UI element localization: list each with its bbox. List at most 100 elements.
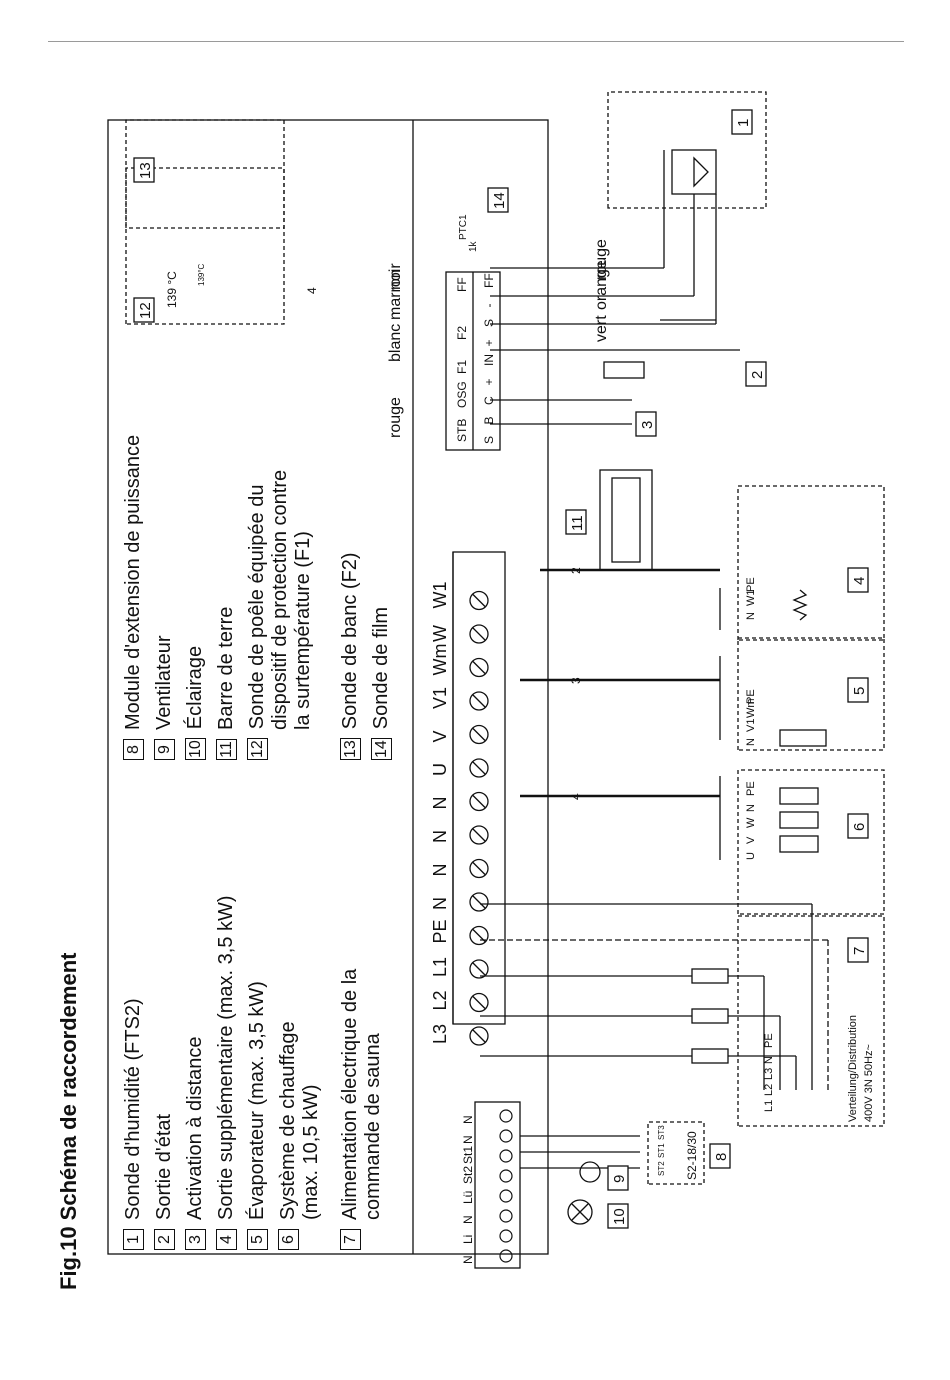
diagram-callout-number: 13: [137, 162, 154, 179]
main-terminal-label: L2: [430, 990, 450, 1010]
terminal-screw: [469, 992, 489, 1013]
terminal-screw: [469, 791, 489, 812]
wire-label-marron: marron: [387, 269, 404, 320]
ptc-label: PTC1: [458, 214, 469, 240]
small-terminal-block: [474, 1101, 521, 1269]
terminal-screw: [469, 1026, 489, 1046]
diagram-callout-box: [607, 1165, 629, 1191]
diagram-callout-number: 14: [491, 192, 508, 209]
out6-terminal: U: [745, 852, 757, 860]
main-terminal-label: Wm: [430, 644, 450, 676]
diagram-callout-number: 8: [713, 1153, 730, 1161]
sensor-terminal-bottom-label: -: [482, 304, 496, 308]
diagram-callout-box: [731, 109, 753, 135]
box-1-humidity-sensor: [607, 91, 767, 209]
diagram-callout-number: 11: [569, 515, 586, 531]
terminal-screw: [469, 758, 489, 778]
ptc-value: 1k: [468, 240, 479, 252]
main-terminal-label: N: [430, 830, 450, 843]
small-terminal-label: N: [461, 1255, 475, 1264]
sensor-terminal-bottom-label: C: [482, 396, 496, 405]
out5-terminal: V1: [745, 719, 757, 732]
main-terminal-label: L1: [430, 957, 450, 977]
sensor-terminal-bottom-label: FF: [482, 273, 496, 288]
diagram-callout-number: 4: [851, 577, 868, 585]
supply-line-label: L2: [763, 1084, 775, 1096]
sensor-terminal-bottom-label: +: [482, 339, 496, 346]
diagram-callout-box: [847, 567, 869, 593]
small-terminal-label: N: [461, 1115, 475, 1124]
diagram-callout-box: [133, 297, 155, 323]
box-7-supply: [737, 915, 885, 1127]
out5-terminal: PE: [745, 689, 757, 704]
diagram-callout-box: [635, 411, 657, 437]
sensor-terminal-top-label: OSG: [455, 381, 469, 408]
module-8-label: S2-18/30: [685, 1131, 699, 1180]
diagram-callout-number: 2: [749, 371, 766, 379]
small-terminal-label: Li: [461, 1235, 475, 1244]
terminal-screw: [469, 624, 489, 644]
module-8-terminal: ST3: [657, 1125, 666, 1140]
terminal-screw: [469, 959, 489, 979]
sensor-terminal-top-label: F2: [455, 326, 469, 340]
supply-line-label: PE: [763, 1033, 775, 1048]
sensor-terminal-top-label: F1: [455, 360, 469, 374]
small-terminal-label: St1: [461, 1146, 475, 1164]
main-terminal-label: N: [430, 864, 450, 877]
out4-terminal: PE: [745, 577, 757, 592]
diagram-frame: [107, 119, 549, 1255]
box-5-evaporator: [737, 637, 885, 751]
ground-bar-11: [599, 469, 653, 571]
module-8-terminal: ST1: [657, 1143, 666, 1158]
wire-count: 4: [569, 793, 583, 800]
terminal-screw: [469, 724, 489, 745]
terminal-screw: [469, 825, 489, 845]
terminal-screw: [469, 590, 489, 611]
supply-line-label: L3: [763, 1068, 775, 1080]
diagram-callout-box: [709, 1143, 731, 1169]
wire-count: 4: [305, 287, 319, 294]
temperature-label: 139 °C: [165, 271, 179, 308]
diagram-callout-number: 6: [851, 823, 868, 831]
sensor-terminal-bottom-label: B: [482, 416, 496, 424]
sensor-terminal-top-label: STB: [455, 419, 469, 442]
wire-label-orange: orange: [593, 260, 610, 310]
out5-terminal: Wm: [745, 698, 757, 718]
wire-label-rouge-2: rouge: [593, 239, 610, 280]
diagram-callout-box: [133, 157, 155, 183]
terminal-screw: [469, 657, 489, 678]
main-terminal-label: N: [430, 797, 450, 810]
module-8-terminal: ST2: [657, 1161, 666, 1176]
wire-count: 3: [569, 677, 583, 684]
main-terminal-label: W: [430, 625, 450, 642]
out4-terminal: W1: [745, 590, 757, 607]
out6-terminal: PE: [745, 781, 757, 796]
small-terminal-label: N: [461, 1215, 475, 1224]
out6-terminal: V: [745, 836, 757, 844]
wire-label-noir: noir: [387, 263, 404, 290]
diagram-callout-number: 12: [137, 302, 154, 319]
box-4-extra-output: [737, 485, 885, 641]
sensor-terminal-bottom-label: S: [482, 436, 496, 444]
box-8-power-module: [647, 1121, 705, 1185]
main-terminal-label: U: [430, 763, 450, 776]
supply-line-label: L1: [763, 1100, 775, 1112]
distribution-label: Verteilung/Distribution: [847, 1015, 859, 1122]
temperature-label-small: 139°C: [197, 263, 206, 286]
wire-label-blanc: blanc: [387, 324, 404, 362]
distribution-voltage: 400V 3N 50Hz~: [863, 1044, 875, 1122]
out6-terminal: N: [745, 804, 757, 812]
out5-terminal: N: [745, 738, 757, 746]
terminal-screw: [469, 925, 489, 946]
diagram-callout-number: 9: [611, 1175, 628, 1183]
small-terminal-label: N: [461, 1135, 475, 1144]
top-rule: [48, 41, 904, 42]
sensor-terminal-bottom-label: +: [482, 378, 496, 385]
box-12-furnace-sensor: [125, 167, 285, 325]
diagram-callout-box: [565, 509, 587, 535]
out4-terminal: N: [745, 612, 757, 620]
diagram-callout-number: 5: [851, 687, 868, 695]
wire-label-vert: vert: [593, 315, 610, 342]
